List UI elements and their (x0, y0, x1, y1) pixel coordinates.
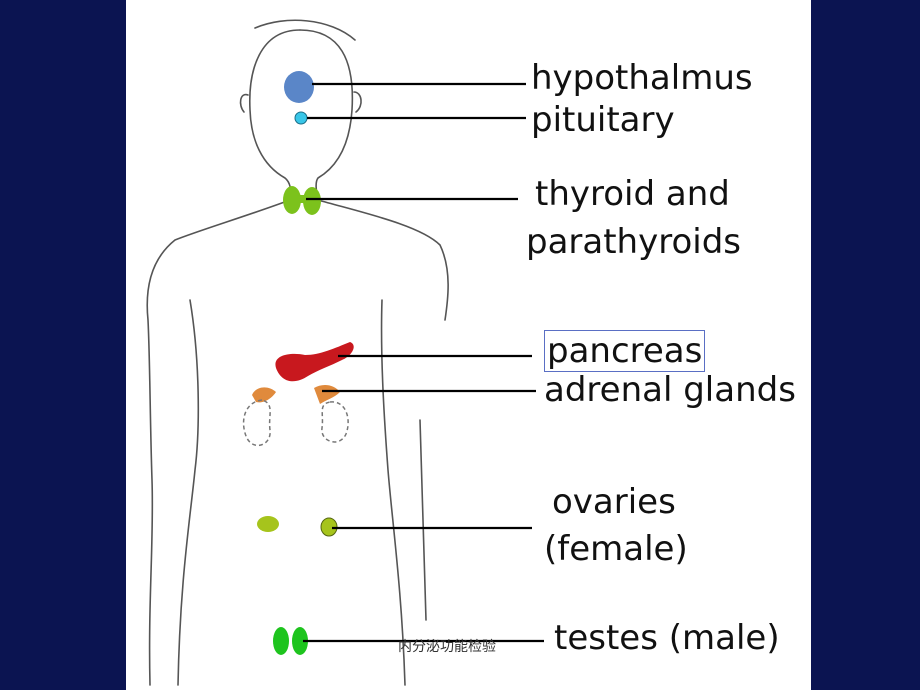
adrenal-left-organ (252, 387, 276, 403)
pituitary-organ (294, 111, 308, 125)
pancreas-organ (275, 342, 354, 382)
label-pancreas: pancreas (544, 330, 706, 372)
label-thyroid: thyroid and (535, 174, 730, 214)
label-adrenal-glands: adrenal glands (544, 370, 796, 410)
label-female: (female) (544, 529, 688, 569)
testes-organ (273, 627, 308, 655)
label-testes: testes (male) (554, 618, 780, 658)
kidney-right (321, 401, 349, 443)
label-parathyroids: parathyroids (526, 222, 742, 262)
label-hypothalamus: hypothalmus (531, 58, 753, 98)
kidney-left (242, 399, 271, 447)
content-panel (126, 0, 811, 690)
footer-caption: 内分泌功能检验 (398, 639, 496, 655)
adrenal-right-organ (314, 384, 340, 404)
ovary-left-organ (257, 516, 279, 532)
label-pituitary: pituitary (531, 100, 675, 140)
body-outline (146, 19, 449, 686)
thyroid-organ (283, 186, 321, 215)
hypothalamus-organ (284, 71, 314, 103)
label-ovaries: ovaries (552, 482, 676, 522)
leader-lines (303, 82, 544, 643)
